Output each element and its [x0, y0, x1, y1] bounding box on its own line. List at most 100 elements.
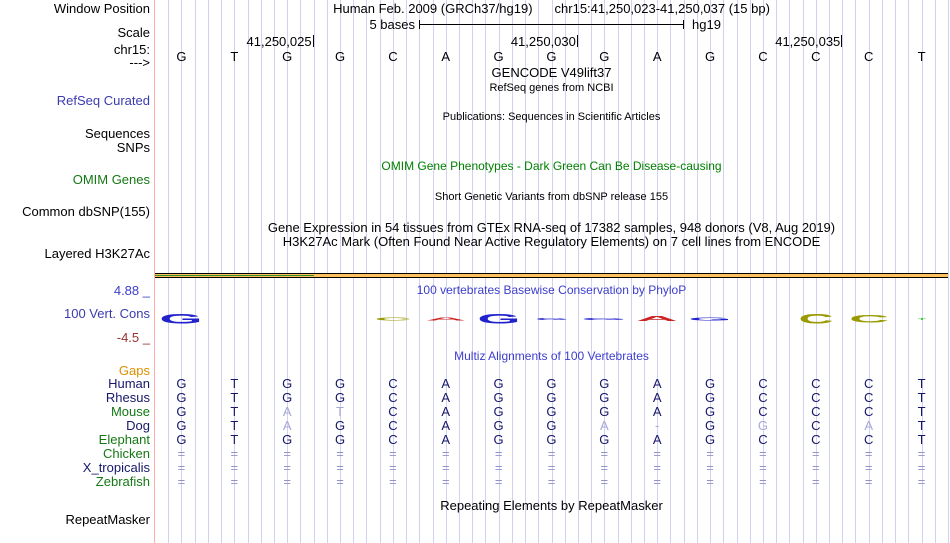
gridline	[842, 0, 844, 543]
alignment-base: G	[334, 390, 346, 405]
alignment-base: A	[282, 418, 292, 433]
alignment-base: =	[230, 460, 239, 475]
gridline	[881, 0, 883, 543]
species-label[interactable]: Human	[108, 376, 150, 391]
alignment-base: A	[441, 390, 451, 405]
alignment-base: G	[599, 432, 610, 447]
alignment-base: C	[864, 432, 874, 447]
gridline	[207, 0, 209, 543]
alignment-base: C	[811, 432, 821, 447]
alignment-base: C	[864, 390, 874, 405]
gridline	[895, 0, 897, 543]
alignment-base: G	[493, 376, 504, 391]
gridline	[921, 0, 923, 543]
track-label-common-dbsnp[interactable]: Common dbSNP(155)	[22, 204, 150, 219]
alignment-base: G	[546, 376, 557, 391]
gridline	[406, 0, 408, 543]
alignment-base: =	[547, 446, 556, 461]
track-label-sequences[interactable]: Sequences	[84, 126, 150, 141]
alignment-base: =	[812, 446, 820, 461]
alignment-base: C	[758, 404, 768, 419]
track-label-100-vert-cons[interactable]: 100 Vert. Cons	[64, 306, 150, 321]
gridline	[300, 0, 302, 543]
coordinate-label: 41,250,030	[510, 34, 576, 49]
phylop-glyph: A	[636, 315, 679, 323]
alignment-base: C	[388, 390, 398, 405]
alignment-base: T	[917, 418, 926, 433]
track-label-layered-h3k27ac[interactable]: Layered H3K27Ac	[44, 246, 150, 261]
refseq-subtitle[interactable]: RefSeq genes from NCBI	[489, 82, 614, 94]
coordinate-label: 41,250,025	[246, 34, 312, 49]
conservation-title[interactable]: 100 vertebrates Basewise Conservation by…	[416, 283, 687, 297]
alignment-base: G	[176, 418, 187, 433]
gencode-title[interactable]: GENCODE V49lift37	[491, 65, 612, 80]
gridline	[432, 0, 434, 543]
gridline	[458, 0, 460, 543]
phylop-glyph: G	[159, 311, 203, 327]
sequence-base: A	[652, 49, 662, 64]
h3k27ac-signal-line	[155, 274, 948, 277]
alignment-base: A	[441, 376, 451, 391]
alignment-base: G	[705, 404, 716, 419]
gridline	[260, 0, 262, 543]
gridline	[670, 0, 672, 543]
gridline	[485, 0, 487, 543]
phylop-glyph: G	[688, 316, 732, 322]
gtex-title[interactable]: Gene Expression in 54 tissues from GTEx …	[267, 220, 836, 235]
alignment-base: T	[917, 376, 926, 391]
alignment-base: =	[336, 474, 344, 489]
species-label[interactable]: Elephant	[98, 432, 150, 447]
species-label[interactable]: Dog	[126, 418, 150, 433]
gridline	[419, 0, 421, 543]
omim-title[interactable]: OMIM Gene Phenotypes - Dark Green Can Be…	[381, 159, 722, 173]
species-label[interactable]: Mouse	[110, 404, 150, 419]
conservation-scale-min: -4.5 _	[116, 330, 150, 345]
gridline	[908, 0, 910, 543]
dbsnp-title[interactable]: Short Genetic Variants from dbSNP releas…	[434, 191, 669, 203]
alignment-base: =	[706, 474, 714, 489]
phylop-glyph: A	[425, 316, 467, 322]
alignment-base: =	[653, 460, 662, 475]
track-label-gaps[interactable]: Gaps	[118, 363, 150, 378]
multiz-title[interactable]: Multiz Alignments of 100 Vertebrates	[454, 349, 649, 363]
track-label-omim-genes[interactable]: OMIM Genes	[72, 172, 150, 187]
gridline	[657, 0, 659, 543]
alignment-base: G	[334, 432, 346, 447]
gridline	[577, 0, 579, 543]
gridline	[855, 0, 857, 543]
alignment-base: C	[758, 390, 768, 405]
alignment-base: C	[811, 404, 821, 419]
sequence-base: T	[230, 49, 239, 64]
alignment-base: C	[388, 432, 398, 447]
species-label[interactable]: Rhesus	[105, 390, 150, 405]
assembly-title: Human Feb. 2009 (GRCh37/hg19)	[333, 1, 533, 16]
track-label-refseq-curated[interactable]: RefSeq Curated	[56, 93, 150, 108]
repeatmasker-title[interactable]: Repeating Elements by RepeatMasker	[440, 498, 663, 513]
alignment-base: =	[177, 460, 186, 475]
gridline	[934, 0, 936, 543]
track-label-snps[interactable]: SNPs	[116, 140, 150, 155]
phylop-glyph: T	[917, 317, 926, 321]
window-position-label: Window Position	[53, 1, 150, 16]
phylop-glyph: C	[374, 316, 412, 322]
gridline	[273, 0, 275, 543]
alignment-base: C	[811, 390, 821, 405]
species-label[interactable]: Chicken	[103, 446, 150, 461]
gridline	[247, 0, 249, 543]
publications-title[interactable]: Publications: Sequences in Scientific Ar…	[442, 111, 661, 123]
assembly-tag: hg19	[692, 17, 721, 32]
alignment-base: C	[864, 376, 874, 391]
conservation-scale-max: 4.88 _	[113, 283, 150, 298]
alignment-base: =	[547, 460, 556, 475]
species-label[interactable]: X_tropicalis	[82, 460, 150, 475]
h3k27ac-title[interactable]: H3K27Ac Mark (Often Found Near Active Re…	[282, 234, 821, 249]
phylop-glyph: C	[848, 312, 889, 326]
gridline	[776, 0, 778, 543]
gridline	[445, 0, 447, 543]
track-label-repeatmasker[interactable]: RepeatMasker	[65, 512, 150, 527]
sequence-base: T	[917, 49, 926, 64]
alignment-base: G	[599, 390, 610, 405]
species-label[interactable]: Zebrafish	[95, 474, 150, 489]
alignment-base: G	[334, 376, 346, 391]
alignment-base: =	[336, 460, 344, 475]
